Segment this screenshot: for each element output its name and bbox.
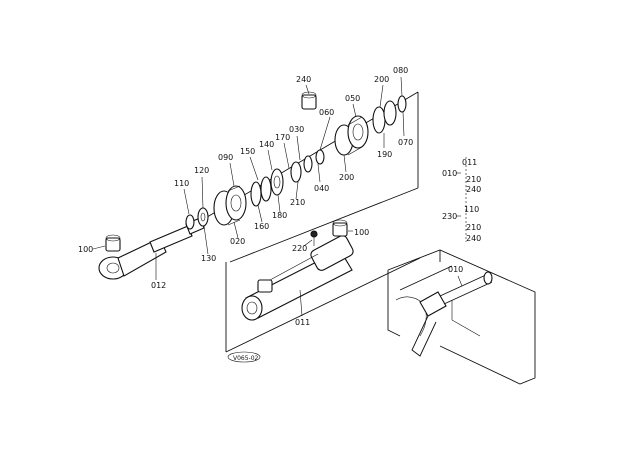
piston-seals	[372, 95, 407, 134]
label-012: 012	[151, 281, 166, 290]
label-070: 070	[398, 138, 413, 147]
label-210-mid: 210	[290, 198, 305, 207]
part-labels: 240 060 050 200 080 070 190 200 040 030 …	[78, 66, 413, 327]
label-080: 080	[393, 66, 408, 75]
grease-nipple	[310, 230, 318, 246]
label-110: 110	[174, 179, 189, 188]
label-030: 030	[289, 125, 304, 134]
cylinder-tube	[241, 235, 354, 321]
label-220: 220	[292, 244, 307, 253]
label-020: 020	[230, 237, 245, 246]
reference-code-text: V065-02	[233, 355, 259, 362]
label-170: 170	[275, 133, 290, 142]
tractor-inset: 010	[387, 249, 536, 385]
legend-item-1-1: 011	[462, 158, 477, 167]
reference-code: V065-02	[227, 351, 261, 363]
assembly-legend: 010 011 210 240 230 110 210 240	[442, 157, 481, 243]
legend-item-2-1: 110	[464, 205, 479, 214]
legend-item-1-2: 210	[466, 175, 481, 184]
piston	[334, 115, 369, 156]
cylinder-gland	[213, 185, 247, 226]
legend-item-2-3: 240	[466, 234, 481, 243]
rod-rings-small	[185, 207, 209, 230]
label-130: 130	[201, 254, 216, 263]
label-100-left: 100	[78, 245, 93, 254]
label-011-main: 011	[295, 318, 310, 327]
piston-rings	[290, 149, 325, 183]
label-090: 090	[218, 153, 233, 162]
label-040: 040	[314, 184, 329, 193]
inset-label-010: 010	[448, 265, 463, 274]
leader-lines	[92, 76, 405, 317]
legend-head-1: 010	[442, 169, 457, 178]
label-150: 150	[240, 147, 255, 156]
label-200-mid: 200	[339, 173, 354, 182]
label-140: 140	[259, 140, 274, 149]
label-100-right: 100	[354, 228, 369, 237]
piston-rod	[149, 217, 205, 253]
label-190: 190	[377, 150, 392, 159]
cylinder-bushing	[332, 219, 348, 237]
gland-o-rings	[250, 168, 284, 207]
label-120: 120	[194, 166, 209, 175]
legend-head-2: 230	[442, 212, 457, 221]
label-240-top: 240	[296, 75, 311, 84]
spacer-bushing	[301, 91, 317, 110]
label-160: 160	[254, 222, 269, 231]
label-050: 050	[345, 94, 360, 103]
label-180: 180	[272, 211, 287, 220]
label-200-top: 200	[374, 75, 389, 84]
legend-item-2-2: 210	[466, 223, 481, 232]
legend-item-1-3: 240	[466, 185, 481, 194]
label-060: 060	[319, 108, 334, 117]
